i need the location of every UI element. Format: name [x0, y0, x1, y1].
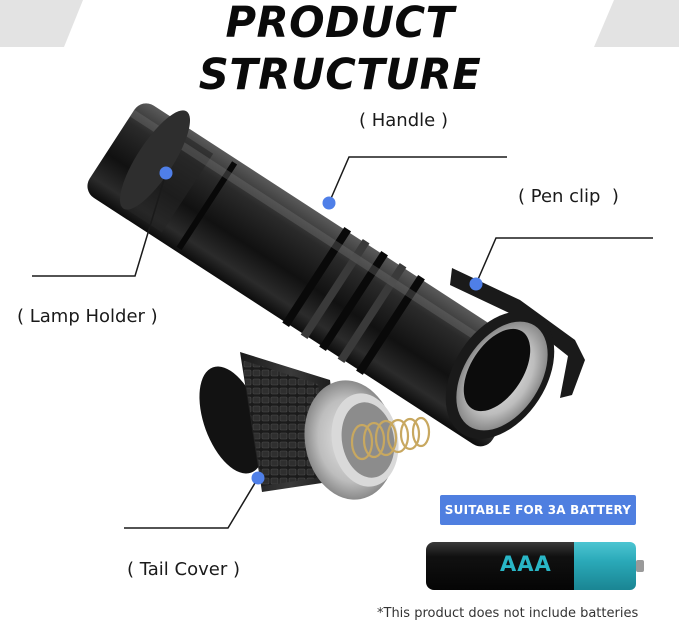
tail-cover-marker-dot: [251, 471, 265, 485]
banner-background: [0, 0, 679, 47]
flashlight-body: [87, 103, 540, 447]
pen-clip-callout-line: [475, 237, 653, 285]
battery-type-label: AAA: [500, 552, 552, 576]
handle-marker-dot: [322, 196, 336, 210]
pen-clip-label: ( Pen clip ): [518, 186, 619, 207]
batteries-not-included-note: *This product does not include batteries: [377, 606, 639, 621]
aaa-battery-image: [426, 542, 644, 590]
tail-cover-callout-line: [124, 477, 259, 529]
lamp-holder-marker-dot: [159, 166, 173, 180]
tail-cover-label: ( Tail Cover ): [127, 559, 240, 580]
tail-cover-part: [199, 352, 431, 500]
pen-clip-part: [450, 268, 585, 398]
page-title: PRODUCT STRUCTURE: [198, 0, 482, 100]
lamp-holder-label: ( Lamp Holder ): [17, 306, 158, 327]
lamp-holder-callout-line: [32, 172, 167, 277]
flashlight-open-end: [445, 311, 555, 439]
handle-callout-line: [328, 156, 507, 204]
battery-compatibility-badge: SUITABLE FOR 3A BATTERY: [440, 495, 636, 525]
pen-clip-marker-dot: [469, 277, 483, 291]
handle-label: ( Handle ): [359, 110, 448, 131]
title-banner: PRODUCT STRUCTURE: [0, 0, 679, 100]
callout-lines: [32, 156, 653, 529]
